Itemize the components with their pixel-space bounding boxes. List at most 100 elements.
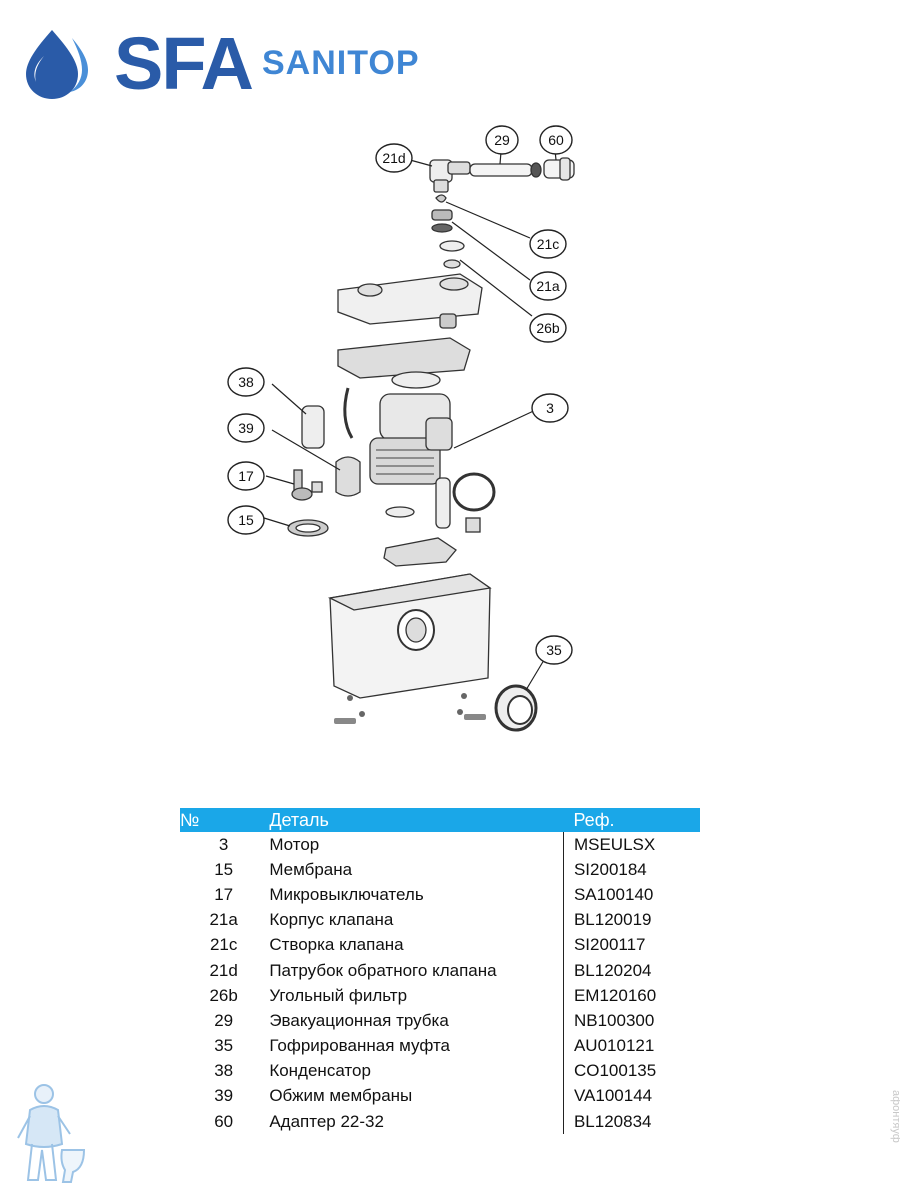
- table-row: 15 Мембрана SI200184: [180, 857, 700, 883]
- part-name: Адаптер 22-32: [269, 1111, 384, 1131]
- callout-label-15: 15: [238, 512, 254, 528]
- product-name: SANITOP: [262, 44, 420, 82]
- callout-21c: 21c: [529, 229, 567, 259]
- part-21d-drawing: [429, 159, 471, 193]
- part-number: 39: [214, 1086, 234, 1106]
- callout-label-60: 60: [548, 132, 564, 148]
- part-29-drawing: [469, 162, 542, 178]
- part-name: Мотор: [269, 834, 320, 854]
- callouts: 21d 29 60 21c 21a 26b 38 39 3 17 15 35: [227, 125, 573, 665]
- part-number: 17: [214, 884, 234, 904]
- part-name: Обжим мембраны: [269, 1086, 413, 1106]
- callout-label-17: 17: [238, 468, 254, 484]
- feet-drawing: [334, 693, 486, 724]
- part-name: Эвакуационная трубка: [269, 1010, 449, 1030]
- callout-21d: 21d: [375, 143, 413, 173]
- part-ref: SA100140: [562, 882, 700, 908]
- lid-gasket-drawing: [337, 337, 471, 379]
- part-ref: BL120019: [562, 907, 700, 933]
- part-number: 21c: [209, 935, 238, 955]
- tank-drawing: [327, 573, 492, 699]
- part-name: Патрубок обратного клапана: [269, 960, 497, 980]
- callout-38: 38: [227, 367, 265, 397]
- part-17-drawing: [291, 469, 323, 501]
- table-row: 21c Створка клапана SI200117: [180, 932, 700, 958]
- part-21a-drawing: [431, 209, 453, 233]
- part-number: 26b: [209, 985, 238, 1005]
- part-15-drawing: [287, 519, 329, 537]
- watermark-text: афонтяуф: [890, 1090, 900, 1143]
- part-ref: CO100135: [562, 1058, 700, 1084]
- lid-drawing: [337, 273, 483, 329]
- callout-35: 35: [535, 635, 573, 665]
- callout-29: 29: [485, 125, 519, 155]
- table-row: 21a Корпус клапана BL120019: [180, 907, 700, 933]
- part-ref: MSEULSX: [562, 832, 700, 858]
- part-21c-drawing: [435, 194, 447, 203]
- part-number: 29: [214, 1010, 234, 1030]
- base-plate-drawing: [383, 537, 457, 567]
- part-26b-drawing: [439, 240, 465, 269]
- brand-header: SFA SANITOP: [22, 24, 462, 104]
- callout-21a: 21a: [529, 271, 567, 301]
- callout-label-38: 38: [238, 374, 254, 390]
- header-ref: Реф.: [563, 808, 700, 832]
- table-row: 3 Мотор MSEULSX: [180, 832, 700, 858]
- part-number: 21d: [209, 960, 238, 980]
- callout-39: 39: [227, 413, 265, 443]
- callout-3: 3: [531, 393, 569, 423]
- part-ref: SI200184: [562, 857, 700, 883]
- callout-label-21c: 21c: [537, 236, 560, 252]
- part-number: 60: [214, 1111, 234, 1131]
- exploded-diagram: 21d 29 60 21c 21a 26b 38 39 3 17 15 35: [227, 125, 575, 732]
- callout-label-3: 3: [546, 400, 554, 416]
- part-name: Угольный фильтр: [269, 985, 408, 1005]
- part-name: Гофрированная муфта: [269, 1036, 450, 1056]
- part-ref: AU010121: [562, 1033, 700, 1059]
- power-cable-drawing: [343, 387, 354, 439]
- sfa-logo-drop-icon: [26, 30, 88, 99]
- part-60-drawing: [543, 157, 575, 181]
- part-ref: BL120834: [562, 1109, 700, 1135]
- part-ref: SI200117: [562, 932, 700, 958]
- header-part: Деталь: [267, 808, 564, 832]
- part-ref: NB100300: [562, 1008, 700, 1034]
- callout-label-26b: 26b: [536, 320, 560, 336]
- callout-17: 17: [227, 461, 265, 491]
- table-row: 29 Эвакуационная трубка NB100300: [180, 1008, 700, 1034]
- part-number: 38: [214, 1061, 234, 1081]
- callout-15: 15: [227, 505, 265, 535]
- part-name: Конденсатор: [269, 1061, 371, 1081]
- callout-label-21d: 21d: [382, 150, 405, 166]
- table-row: 60 Адаптер 22-32 BL120834: [180, 1109, 700, 1135]
- brand-name: SFA: [114, 22, 254, 105]
- part-name: Створка клапана: [269, 935, 404, 955]
- table-header-row: № Деталь Реф.: [180, 808, 700, 832]
- part-name: Корпус клапана: [269, 910, 394, 930]
- table-body: 3 Мотор MSEULSX 15 Мембрана SI200184 17 Микровы…: [180, 832, 700, 1135]
- part-number: 21a: [209, 910, 238, 930]
- header-number: №: [180, 808, 268, 832]
- part-name: Микровыключатель: [269, 884, 424, 904]
- part-ref: EM120160: [562, 983, 700, 1009]
- part-3-drawing: [369, 371, 496, 533]
- part-ref: BL120204: [562, 957, 700, 984]
- callout-label-21a: 21a: [536, 278, 560, 294]
- part-35-drawing: [494, 684, 538, 732]
- table-row: 35 Гофрированная муфта AU010121: [180, 1033, 700, 1059]
- part-name: Мембрана: [269, 859, 353, 879]
- table-row: 38 Конденсатор CO100135: [180, 1058, 700, 1084]
- part-number: 15: [214, 859, 234, 879]
- callout-label-35: 35: [546, 642, 562, 658]
- callout-label-39: 39: [238, 420, 254, 436]
- callout-label-29: 29: [494, 132, 510, 148]
- table-row: 17 Микровыключатель SA100140: [180, 882, 700, 908]
- part-38-drawing: [301, 405, 325, 449]
- callout-60: 60: [539, 125, 573, 155]
- part-number: 35: [214, 1036, 234, 1056]
- part-39-drawing: [335, 456, 361, 497]
- table-row: 26b Угольный фильтр EM120160: [180, 983, 700, 1009]
- part-number: 3: [218, 834, 229, 854]
